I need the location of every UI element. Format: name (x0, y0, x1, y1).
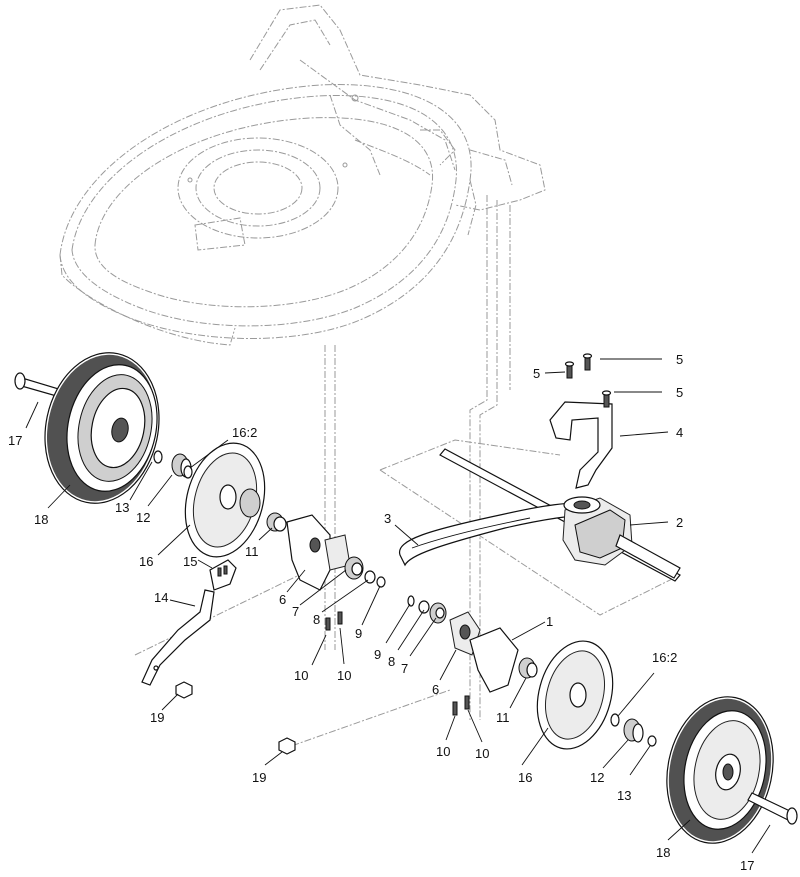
height-bracket-left (286, 514, 351, 591)
callout-2: 2 (676, 515, 683, 530)
callout-14: 14 (154, 590, 168, 605)
wheel-left (44, 352, 160, 504)
callout-13-right: 13 (617, 788, 631, 803)
callout-16-right: 16 (518, 770, 532, 785)
hub-cap-left (184, 442, 266, 558)
callout-6-left: 6 (279, 592, 286, 607)
callout-12-left: 12 (136, 510, 150, 525)
washers-right (407, 595, 447, 624)
callout-4: 4 (676, 425, 683, 440)
callout-8-left: 8 (313, 612, 320, 627)
callout-6-right: 6 (432, 682, 439, 697)
callout-labels: 17 18 13 12 16:2 16 11 15 14 6 7 8 9 10 … (8, 352, 754, 873)
callout-10-a: 10 (294, 668, 308, 683)
callout-10-d: 10 (475, 746, 489, 761)
callout-12-right: 12 (590, 770, 604, 785)
callout-17-left: 17 (8, 433, 22, 448)
callout-13-left: 13 (115, 500, 129, 515)
callout-7-right: 7 (401, 661, 408, 676)
wheel-right (666, 696, 774, 844)
screws-5 (564, 353, 612, 408)
transmission (562, 496, 681, 579)
height-lever (141, 589, 215, 686)
callout-7-left: 7 (292, 604, 299, 619)
hub-parts-left (153, 450, 193, 479)
callout-19-right: 19 (252, 770, 266, 785)
callout-1: 1 (546, 614, 553, 629)
bushing-left (266, 512, 287, 532)
lever-knob (209, 559, 237, 591)
alignment-lines (134, 195, 681, 751)
callout-10-b: 10 (337, 668, 351, 683)
hub-cap-right (536, 640, 614, 750)
bushing-right (518, 657, 538, 679)
callout-5-c: 5 (676, 385, 683, 400)
callout-11-left: 11 (245, 544, 259, 559)
nut-right (278, 737, 296, 755)
callout-17-right: 17 (740, 858, 754, 873)
nut-left (175, 681, 193, 699)
leader-lines (25, 358, 771, 854)
callout-10-c: 10 (436, 744, 450, 759)
callout-11-right: 11 (496, 710, 510, 725)
callout-18-left: 18 (34, 512, 48, 527)
callout-8-right: 8 (388, 654, 395, 669)
screws-10-right (452, 695, 470, 716)
wheel-bolt-right (747, 792, 798, 825)
callout-5-b: 5 (676, 352, 683, 367)
callout-9-right: 9 (374, 647, 381, 662)
callout-15: 15 (183, 554, 197, 569)
callout-16-2-right: 16:2 (652, 650, 677, 665)
height-bracket-right (449, 611, 519, 693)
callout-19-left: 19 (150, 710, 164, 725)
callout-18-right: 18 (656, 845, 670, 860)
callout-5-a: 5 (533, 366, 540, 381)
hub-parts-right (623, 718, 657, 747)
callout-9-left: 9 (355, 626, 362, 641)
washers-left (344, 556, 386, 588)
callout-16-left: 16 (139, 554, 153, 569)
hub-washer-right (610, 713, 620, 727)
mower-deck-phantom (59, 4, 546, 346)
screws-10-left (325, 611, 343, 631)
callout-3: 3 (384, 511, 391, 526)
transmission-bracket (549, 401, 613, 489)
callout-16-2-left: 16:2 (232, 425, 257, 440)
